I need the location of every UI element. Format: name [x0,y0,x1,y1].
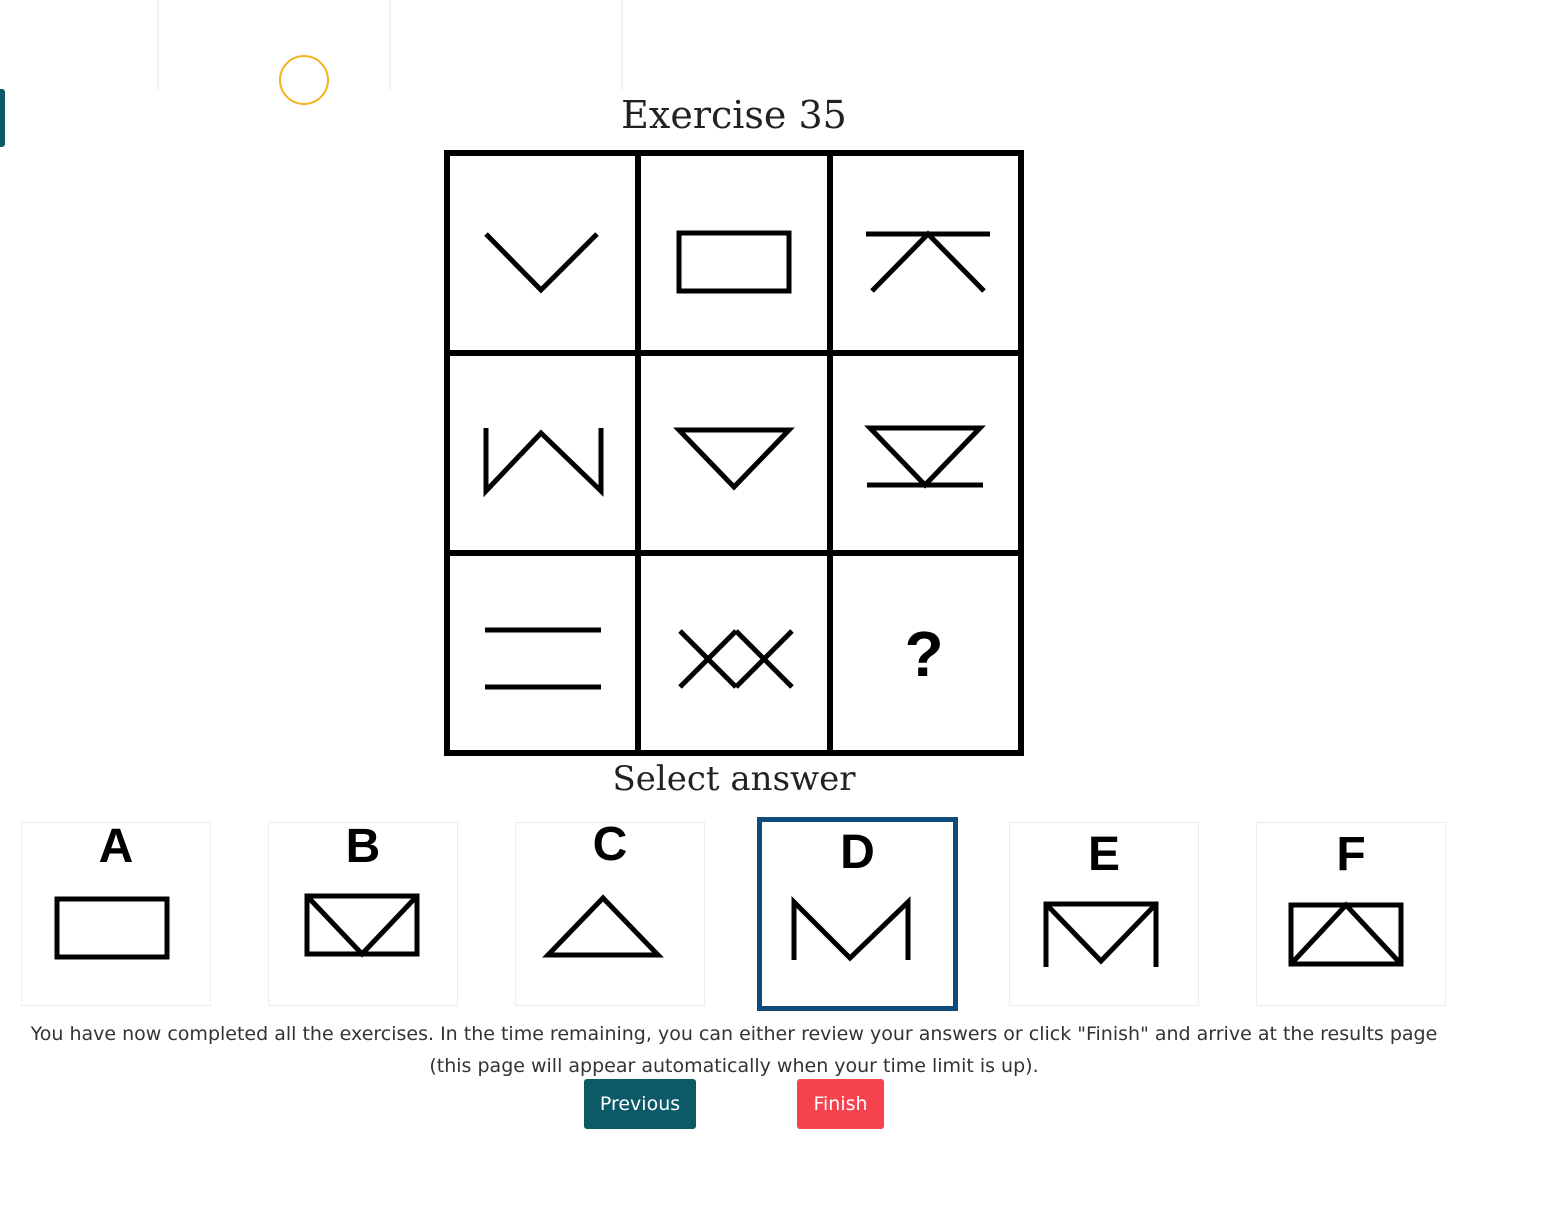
timer-ring-icon [279,55,329,105]
double-cross-icon [678,629,794,689]
option-letter: F [1336,828,1366,881]
triangle-down-with-bar-icon [864,425,986,489]
answer-option-a[interactable]: A [21,822,211,1006]
answer-option-f[interactable]: F [1256,822,1446,1006]
rectangle-icon [676,230,792,294]
answer-option-b[interactable]: B [268,822,458,1006]
v-bracket-icon [1043,901,1159,967]
puzzle-matrix: ? [444,150,1024,756]
m-shape-icon [791,895,911,962]
finish-button[interactable]: Finish [797,1079,884,1129]
v-shape-icon [484,232,599,294]
answer-option-c[interactable]: C [515,818,705,1006]
boxed-triangle-icon [1288,901,1404,967]
option-letter: A [98,820,134,873]
inverted-v-with-bar-icon [866,230,990,293]
rectangle-icon [54,896,170,960]
completion-message: You have now completed all the exercises… [30,1023,1438,1077]
triangle-down-icon [673,427,795,491]
parallel-lines-icon [485,627,601,690]
envelope-icon [304,893,420,958]
option-letter: B [345,820,381,873]
missing-piece-mark: ? [904,618,943,690]
w-shape-icon [483,428,604,498]
top-divider [389,0,391,90]
select-answer-label: Select answer [612,759,856,799]
option-letter: D [840,826,875,879]
side-panel-toggle[interactable] [0,89,5,147]
previous-button[interactable]: Previous [584,1079,696,1129]
option-letter: C [592,818,628,871]
top-divider [621,0,623,90]
option-letter: E [1087,828,1120,881]
top-divider [157,0,159,90]
exercise-title: Exercise 35 [621,93,847,137]
answer-option-d[interactable]: D [757,817,958,1011]
triangle-up-icon [542,894,664,958]
answer-option-e[interactable]: E [1009,822,1199,1006]
